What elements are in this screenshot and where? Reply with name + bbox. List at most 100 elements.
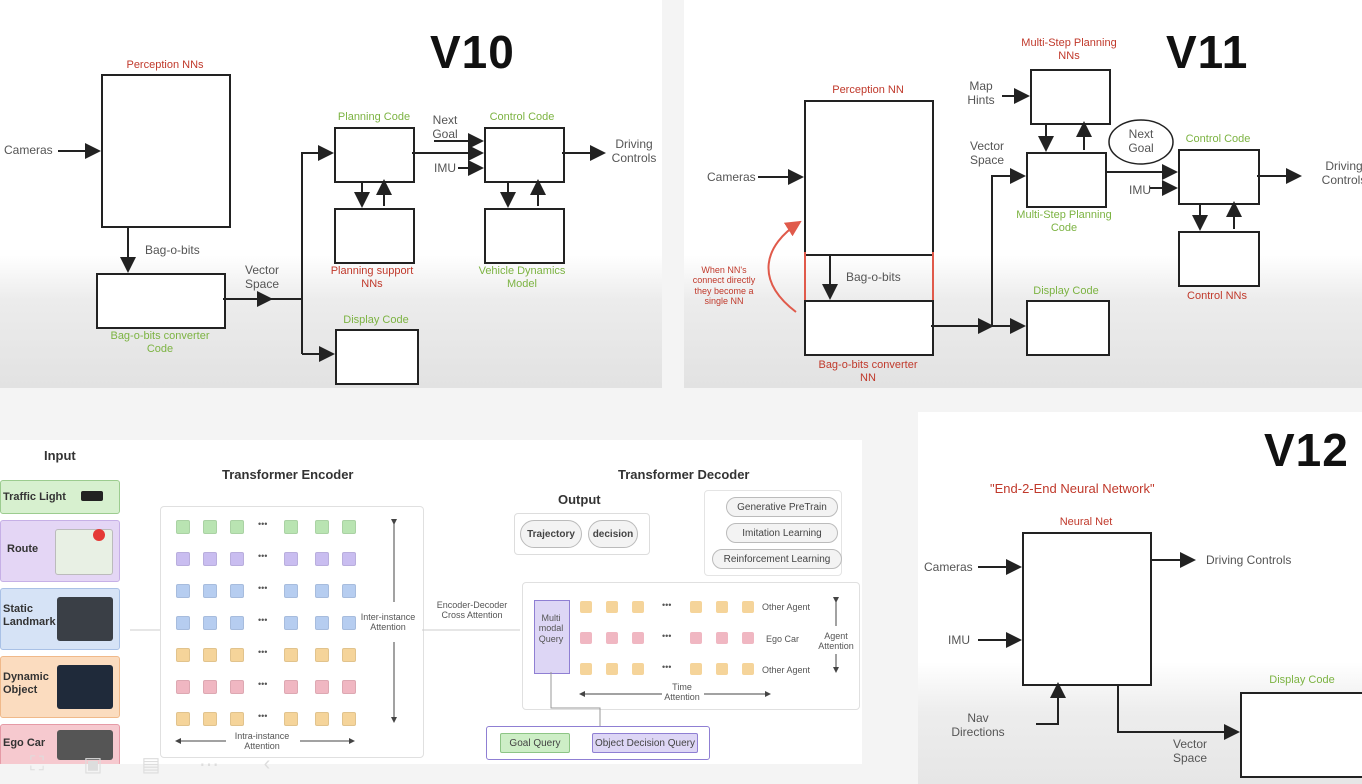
intra-instance-label: Intra-instance Attention (234, 731, 290, 752)
reinforcement-learning-pill: Reinforcement Learning (712, 549, 842, 569)
more-icon[interactable]: ⋯ (199, 753, 219, 776)
v11-bag-label: Bag-o-bits (846, 270, 901, 284)
v11-title: V11 (1166, 26, 1249, 78)
encoder-ellipsis: ••• (258, 679, 268, 689)
encoder-token (230, 552, 244, 566)
encoder-token (230, 712, 244, 726)
encoder-token (315, 648, 329, 662)
v11-control-code-label: Control Code (1185, 133, 1251, 145)
v12-vector-space-label: Vector Space (1172, 737, 1208, 765)
camera-icon[interactable]: ▣ (83, 753, 103, 776)
back-icon[interactable]: ‹ (263, 752, 271, 775)
decoder-token (580, 632, 592, 644)
v11-driving-controls-label: Driving Controls (1321, 159, 1362, 187)
v10-cameras-label: Cameras (4, 143, 53, 157)
encoder-ellipsis: ••• (258, 519, 268, 529)
encoder-token (176, 520, 190, 534)
encoder-token (203, 712, 217, 726)
ego-car-image-icon (57, 730, 113, 760)
v10-panel: V10 Perception NNs Cameras Bag-o-bits Ba… (0, 0, 662, 388)
landmark-image-icon (57, 597, 113, 641)
v10-title: V10 (430, 26, 515, 78)
time-attention-label: Time Attention (664, 682, 700, 703)
input-route: Route (0, 520, 120, 582)
encoder-token (284, 712, 298, 726)
v10-display-code-box (335, 329, 419, 385)
decoder-token (716, 601, 728, 613)
decoder-token (606, 632, 618, 644)
encoder-token (203, 584, 217, 598)
encoder-token (203, 680, 217, 694)
v10-bag-label: Bag-o-bits (145, 243, 200, 257)
v11-display-code-box (1026, 300, 1110, 356)
screenshot-icon[interactable]: ⛶ (30, 752, 44, 775)
decoder-ellipsis: ••• (662, 600, 672, 610)
encoder-token (230, 680, 244, 694)
encoder-token (342, 712, 356, 726)
comment-icon[interactable]: ▤ (141, 753, 161, 776)
encoder-token (315, 520, 329, 534)
v11-perception-label: Perception NN (832, 84, 904, 96)
encoder-token (176, 584, 190, 598)
multi-modal-query-label: Multi modal Query (538, 613, 564, 644)
encoder-token (284, 584, 298, 598)
encoder-token (342, 520, 356, 534)
v11-multi-step-code-label: Multi-Step Planning Code (1016, 209, 1112, 234)
v12-neural-net-label: Neural Net (1059, 516, 1113, 528)
agent-row-other-2: Other Agent (762, 665, 811, 675)
encoder-token (342, 552, 356, 566)
multi-modal-query-box (534, 600, 570, 674)
v10-planning-support-label: Planning support NNs (330, 265, 414, 290)
v12-title: V12 (1264, 424, 1349, 476)
v11-next-goal-label: Next Goal (1128, 127, 1154, 155)
decoder-title: Transformer Decoder (618, 467, 750, 482)
decoder-token (632, 632, 644, 644)
v11-multi-step-nns-box (1030, 69, 1111, 125)
decoder-token (580, 663, 592, 675)
v10-next-goal-label: Next Goal (432, 113, 458, 141)
decoder-box (522, 582, 860, 710)
encoder-token (315, 712, 329, 726)
input-dynamic-object: Dynamic Object (0, 656, 120, 718)
v12-panel: V12 "End-2-End Neural Network" Neural Ne… (918, 412, 1362, 784)
v10-vector-space-label: Vector Space (244, 263, 280, 291)
v11-display-code-label: Display Code (1033, 285, 1099, 297)
decoder-token (606, 601, 618, 613)
encoder-token (342, 680, 356, 694)
v11-cameras-label: Cameras (707, 170, 756, 184)
bottom-toolbar: ⛶ ▣ ▤ ⋯ ‹ (0, 744, 300, 784)
decoder-token (690, 601, 702, 613)
encoder-token (176, 552, 190, 566)
encoder-token (284, 520, 298, 534)
input-ego-car: Ego Car (0, 724, 120, 764)
v10-display-code-label: Display Code (343, 314, 409, 326)
decoder-token (580, 601, 592, 613)
v10-vehicle-dynamics-box (484, 208, 565, 264)
decoder-ellipsis: ••• (662, 662, 672, 672)
encoder-token (315, 552, 329, 566)
decoder-token (606, 663, 618, 675)
decoder-token (690, 663, 702, 675)
v10-vehicle-dynamics-label: Vehicle Dynamics Model (478, 265, 566, 290)
decoder-token (632, 601, 644, 613)
encoder-token (230, 616, 244, 630)
v12-arrows (978, 552, 1240, 740)
decision-pill: decision (588, 520, 638, 548)
decoder-token (742, 663, 754, 675)
encoder-token (284, 552, 298, 566)
v11-imu-label: IMU (1129, 183, 1151, 197)
object-decision-query-pill: Object Decision Query (592, 733, 698, 753)
decoder-token (690, 632, 702, 644)
inter-instance-label: Inter-instance Attention (360, 612, 416, 633)
encoder-token (342, 584, 356, 598)
encoder-token (284, 680, 298, 694)
encoder-token (203, 552, 217, 566)
encoder-token (230, 648, 244, 662)
decoder-token (716, 663, 728, 675)
agent-row-ego: Ego Car (766, 634, 800, 644)
v11-arrows (758, 88, 1302, 334)
v11-note-label: When NN's connect directly they become a… (692, 265, 756, 307)
encoder-ellipsis: ••• (258, 615, 268, 625)
encoder-token (284, 616, 298, 630)
encoder-token (203, 520, 217, 534)
